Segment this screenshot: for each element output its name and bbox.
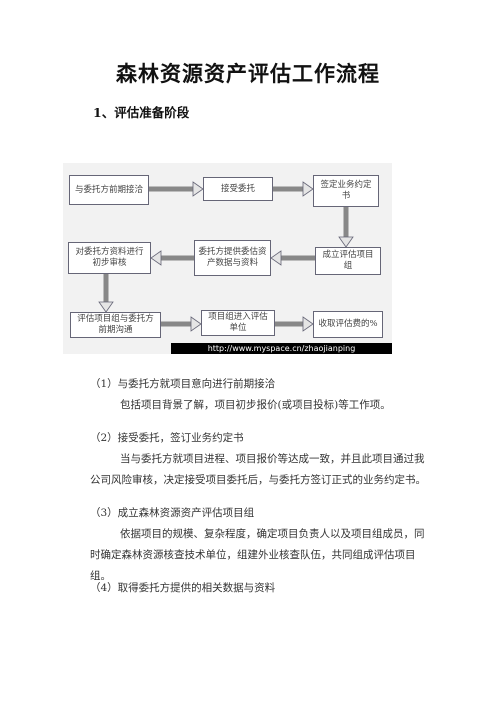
section-heading: 1、评估准备阶段 (93, 105, 190, 120)
page-title: 森林资源资产评估工作流程 (116, 61, 380, 86)
image-watermark: http://www.myspace.cn/zhaojianping (171, 343, 392, 354)
flow-box-client-provides-data: 委托方提供委估资产数据与资料 (194, 240, 271, 276)
arrowhead-b5-b4 (150, 250, 162, 266)
flow-box-enter-unit: 项目组进入评估单位 (201, 310, 275, 336)
flow-box-accept-commission: 接受委托 (203, 177, 273, 201)
flow-box-team-communication: 评估项目组与委托方前期沟通 (70, 312, 161, 338)
item-body-2: 当与委托方就项目进程、项目报价等达成一致，并且此项目通过我公司风险审核，决定接受… (90, 453, 426, 486)
arrowhead-b6-b5 (270, 250, 282, 266)
flowchart: 与委托方前期接洽 接受委托 签定业务约定书 对委托方资料进行初步审核 委托方提供… (63, 163, 392, 354)
item-heading-3: （3）成立森林资源资产评估项目组 (90, 507, 255, 519)
item-body-1: 包括项目背景了解，项目初步报价(或项目投标)等工作项。 (120, 399, 391, 411)
item-heading-4: （4）取得委托方提供的相关数据与资料 (90, 582, 276, 594)
item-heading-2: （2）接受委托，签订业务约定书 (90, 432, 244, 444)
arrowhead-b7-b8 (190, 316, 202, 332)
item-heading-1: （1）与委托方就项目意向进行前期接洽 (90, 378, 276, 390)
arrowhead-b4-b7 (98, 301, 114, 313)
arrowhead-b2-b3 (302, 181, 314, 197)
flowchart-connectors (98, 181, 354, 332)
flow-box-preliminary-review: 对委托方资料进行初步审核 (68, 242, 151, 274)
arrowhead-b8-b9 (302, 316, 314, 332)
flow-box-preliminary-contact: 与委托方前期接洽 (69, 175, 149, 205)
item-body-3: 依据项目的规模、复杂程度，确定项目负责人以及项目组成员，同时确定森林资源核查技术… (90, 528, 425, 582)
flow-box-collect-fee: 收取评估费的% (313, 311, 383, 338)
arrowhead-b3-b6 (338, 236, 354, 248)
flow-box-form-project-team: 成立评估项目组 (315, 247, 381, 275)
flow-box-sign-agreement: 签定业务约定书 (313, 175, 379, 207)
arrowhead-b1-b2 (192, 181, 204, 197)
